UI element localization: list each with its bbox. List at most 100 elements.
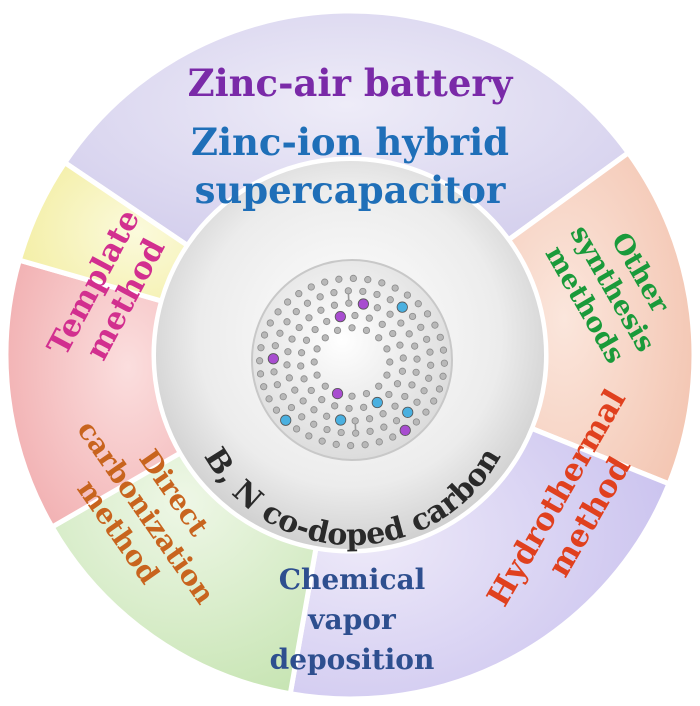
carbon-atom — [260, 331, 269, 339]
carbon-atom — [365, 314, 373, 322]
carbon-atom — [375, 334, 383, 342]
carbon-atom — [321, 334, 329, 342]
carbon-atom — [307, 283, 315, 291]
carbon-atom — [305, 432, 313, 440]
carbon-atom — [386, 296, 394, 304]
carbon-atom — [378, 320, 386, 328]
carbon-atom — [351, 417, 359, 425]
carbon-atom — [366, 427, 374, 435]
boron-atom — [334, 311, 346, 323]
carbon-atom — [260, 383, 268, 391]
carbon-atom — [256, 357, 264, 365]
carbon-atom — [417, 323, 425, 331]
carbon-atom — [430, 397, 438, 405]
carbon-atom — [408, 381, 416, 389]
carbon-atom — [302, 336, 311, 344]
carbon-atom — [300, 375, 308, 383]
carbon-atom — [270, 368, 278, 376]
carbon-atom — [373, 290, 381, 299]
carbon-atom — [349, 274, 357, 283]
carbon-atom — [436, 333, 444, 341]
carbon-atom — [413, 355, 421, 363]
carbon-atom — [392, 417, 401, 425]
carbon-atom — [323, 412, 331, 420]
carbon-atom — [279, 393, 287, 401]
carbon-atom — [345, 404, 353, 413]
carbon-atom — [323, 425, 331, 434]
carbon-atom — [274, 308, 282, 316]
carbon-atom — [257, 344, 265, 352]
carbon-atom — [316, 293, 324, 301]
carbon-atom — [359, 287, 367, 296]
carbon-atom — [287, 403, 296, 412]
carbon-atom — [365, 415, 374, 423]
carbon-atom — [396, 341, 404, 349]
carbon-atom — [412, 368, 420, 376]
carbon-atom — [303, 299, 312, 307]
carbon-atom — [310, 406, 318, 414]
upper-right-label: Other synthesis methods — [539, 220, 676, 369]
carbon-atom — [362, 389, 371, 398]
carbon-atom — [291, 386, 299, 394]
carbon-atom — [427, 361, 435, 369]
carbon-atom — [425, 374, 433, 382]
carbon-atom — [386, 310, 394, 318]
carbon-atom — [265, 395, 273, 403]
carbon-atom — [272, 406, 281, 414]
carbon-atom — [305, 314, 313, 322]
carbon-atom — [283, 318, 291, 326]
carbon-atom — [307, 386, 315, 395]
carbon-atom — [393, 380, 402, 388]
carbon-atom — [412, 418, 420, 426]
carbon-atom — [295, 323, 303, 332]
carbon-atom — [321, 278, 329, 286]
carbon-atom — [348, 392, 356, 400]
carbon-atom — [431, 321, 439, 329]
carbon-atom — [373, 304, 381, 312]
carbon-atom — [313, 371, 321, 379]
carbon-atom — [310, 358, 318, 366]
nitrogen-atom — [335, 414, 347, 426]
carbon-atom — [321, 382, 329, 390]
carbon-atom — [352, 429, 360, 437]
carbon-atom — [348, 324, 356, 332]
bottom-line-2: vapor — [307, 603, 397, 636]
carbon-atom — [295, 290, 303, 298]
carbon-atom — [273, 381, 281, 389]
carbon-atom — [285, 374, 293, 382]
carbon-atom — [297, 362, 305, 370]
carbon-atom — [276, 329, 284, 337]
carbon-atom — [317, 306, 325, 314]
carbon-atom — [414, 300, 422, 308]
carbon-atom — [330, 289, 338, 297]
carbon-atom — [293, 425, 301, 433]
graphene-ring-molecule-icon — [256, 274, 448, 450]
carbon-atom — [405, 330, 413, 338]
carbon-atom — [401, 392, 409, 401]
carbon-atom — [398, 367, 407, 375]
boron-atom — [267, 353, 279, 365]
carbon-atom — [266, 319, 274, 327]
molecule-disc — [251, 259, 453, 461]
carbon-atom — [333, 326, 342, 335]
carbon-atom — [347, 441, 355, 450]
carbon-atom — [435, 385, 444, 393]
carbon-atom — [362, 326, 371, 335]
carbon-atom — [399, 354, 407, 362]
carbon-atom — [337, 428, 345, 437]
bottom-line-1: Chemical — [279, 563, 426, 596]
carbon-atom — [283, 361, 291, 369]
carbon-atom — [391, 402, 399, 410]
carbon-atom — [313, 345, 321, 353]
carbon-atom — [332, 440, 340, 448]
carbon-atom — [310, 420, 318, 428]
carbon-atom — [344, 287, 352, 295]
carbon-atom — [423, 310, 432, 318]
carbon-atom — [299, 397, 307, 405]
nitrogen-atom — [371, 396, 383, 409]
boron-atom — [331, 387, 344, 400]
carbon-atom — [297, 349, 306, 357]
carbon-atom — [351, 311, 359, 320]
